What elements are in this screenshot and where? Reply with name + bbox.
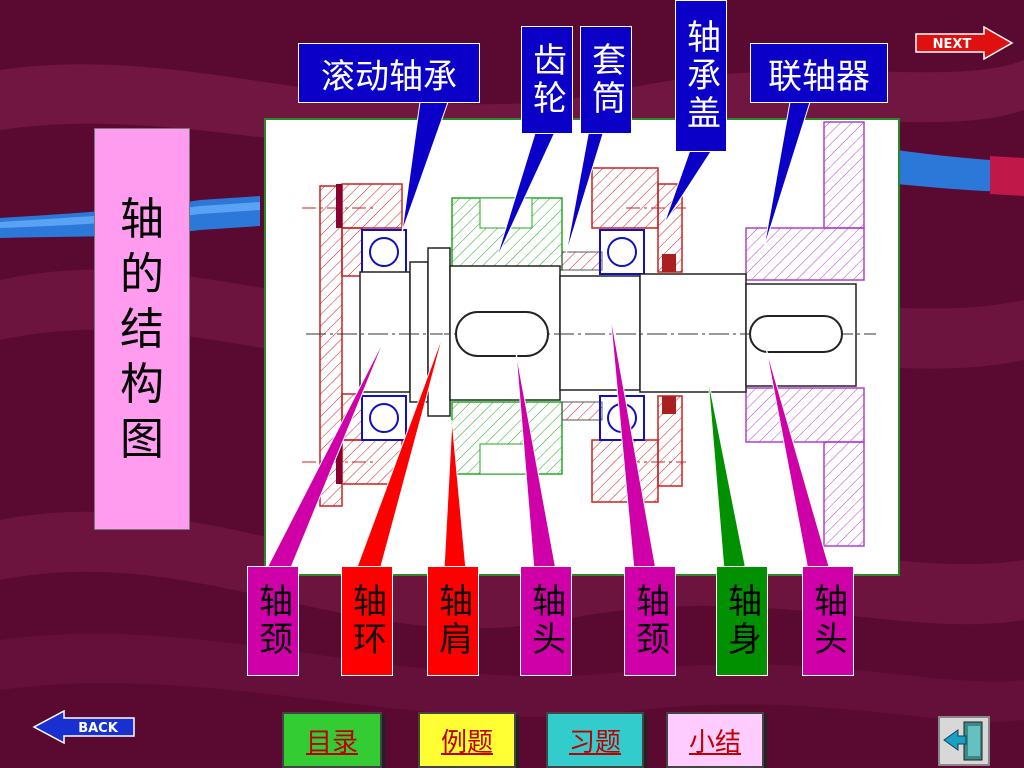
examples-button[interactable]: 例题: [418, 712, 516, 768]
callout-rolling-bearing: 滚动轴承: [298, 43, 480, 103]
callout-gear: 齿轮: [521, 26, 573, 134]
part-label-5: 轴颈: [624, 566, 676, 676]
back-label: BACK: [78, 721, 119, 736]
contents-button[interactable]: 目录: [282, 712, 382, 768]
shaft-drawing-panel: [264, 118, 900, 576]
part-label-1: 轴颈: [247, 566, 299, 676]
part-label-7: 轴头: [802, 566, 854, 676]
part-label-2: 轴环: [341, 566, 393, 676]
title-box: 轴的结构图: [94, 128, 190, 530]
exercises-button[interactable]: 习题: [546, 712, 644, 768]
next-button[interactable]: NEXT: [914, 26, 1014, 60]
part-label-6: 轴身: [716, 566, 768, 676]
summary-button[interactable]: 小结: [666, 712, 764, 768]
exit-door-icon: [943, 721, 983, 761]
part-label-4: 轴头: [520, 566, 572, 676]
shaft-assembly-drawing: [302, 121, 876, 547]
part-label-3: 轴肩: [427, 566, 479, 676]
back-button[interactable]: BACK: [32, 710, 136, 744]
callout-sleeve: 套筒: [580, 26, 632, 134]
exit-button[interactable]: [938, 716, 990, 766]
callout-bearing-cover: 轴承盖: [675, 0, 727, 152]
next-label: NEXT: [933, 37, 972, 52]
page-title: 轴的结构图: [120, 193, 164, 465]
callout-coupling: 联轴器: [750, 43, 888, 103]
